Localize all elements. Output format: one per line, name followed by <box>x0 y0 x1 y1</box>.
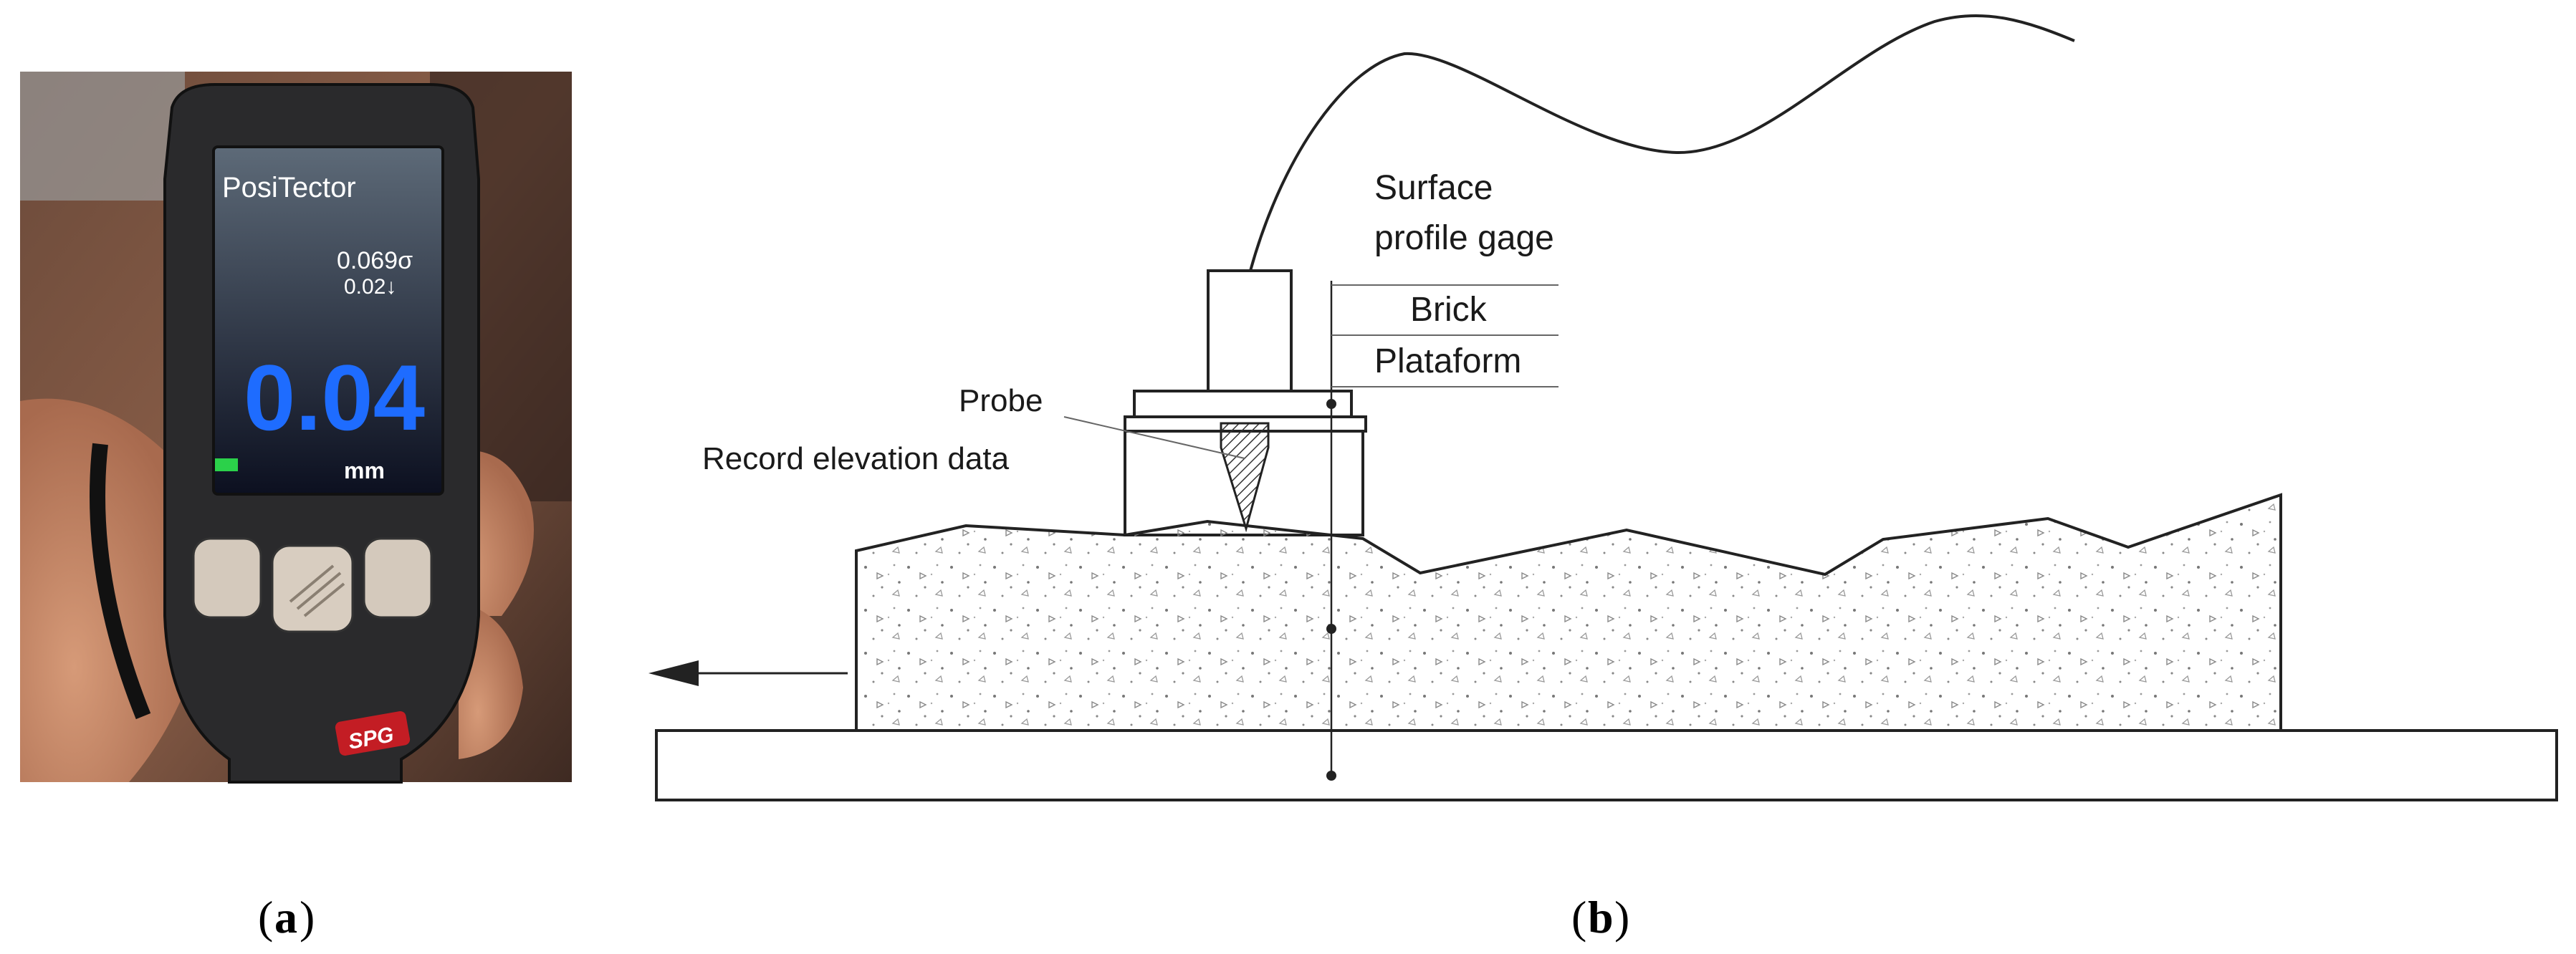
gauge-screen <box>212 145 444 496</box>
plus-button <box>363 537 433 619</box>
spg-logo <box>335 710 411 756</box>
base-slab <box>655 729 2558 801</box>
label-surface-gage: Surface <box>1374 169 1493 207</box>
minus-button <box>192 537 262 619</box>
caption-a-close: ) <box>300 892 315 943</box>
diagram-panel <box>648 14 2558 801</box>
gauge-value: 0.04 <box>244 345 425 450</box>
label-platform: Plataform <box>1374 342 1521 380</box>
concrete-sample <box>855 493 2282 732</box>
label-probe: Probe <box>959 383 1043 418</box>
probe-tip <box>1220 422 1270 533</box>
caption-a-open: ( <box>258 892 273 943</box>
label-surface-gage-2: profile gage <box>1374 219 1554 257</box>
arrow-head <box>648 660 699 686</box>
center-button <box>271 544 354 633</box>
gage-body <box>1207 269 1293 392</box>
caption-a: a <box>274 892 297 943</box>
cable <box>1249 14 2075 271</box>
caption-b-open: ( <box>1571 892 1586 943</box>
caption-b-close: ) <box>1614 892 1629 943</box>
battery-icon <box>215 458 238 471</box>
gauge-reading-2: 0.02↓ <box>344 275 396 299</box>
gauge-unit: mm <box>344 458 385 483</box>
gauge-brand: PosiTector <box>222 172 356 203</box>
label-brick: Brick <box>1410 291 1488 329</box>
platform-plate <box>1133 390 1353 418</box>
label-record: Record elevation data <box>702 441 1010 476</box>
photo-panel: PosiTector 0.069σ 0.02↓ 0.04 mm SPG <box>20 72 572 784</box>
caption-b: b <box>1588 892 1614 943</box>
gauge-reading-1: 0.069σ <box>337 247 413 274</box>
